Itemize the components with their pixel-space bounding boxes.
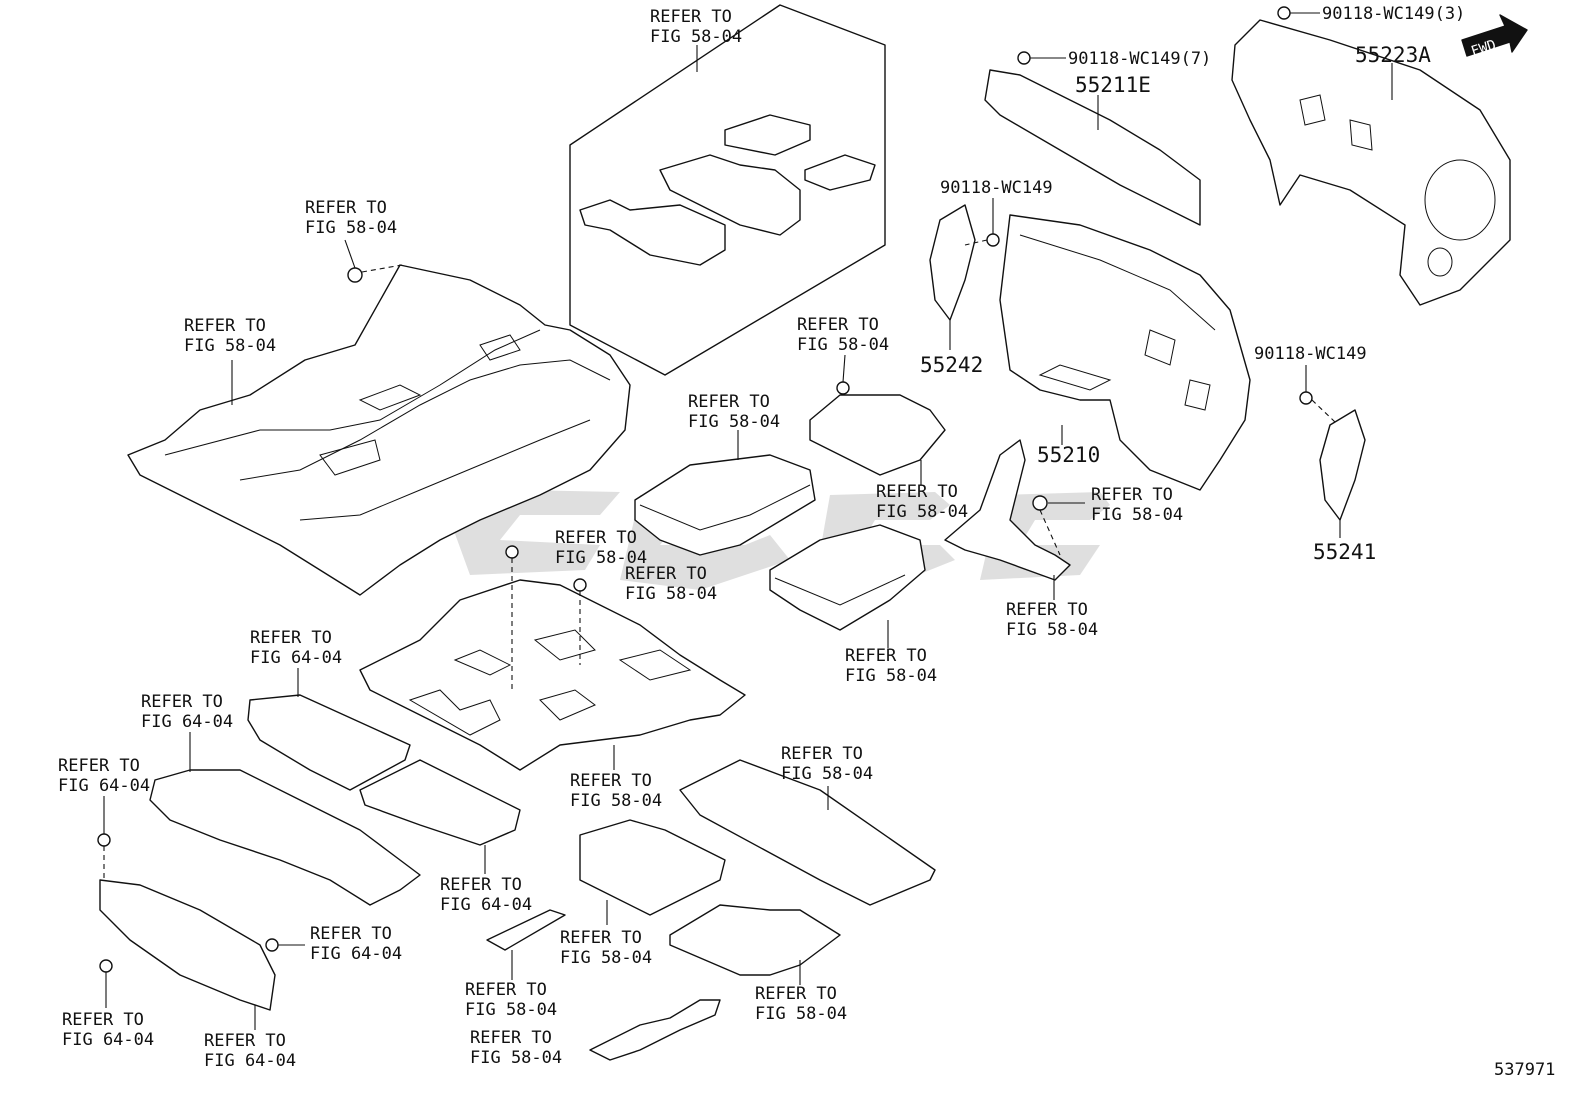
ref-mat-rear-l2: FIG 58-04 <box>755 1004 847 1024</box>
ref-long-mat-l2: FIG 58-04 <box>781 764 873 784</box>
carpet-kit-box <box>569 4 886 376</box>
ref-mat-rear-l1: REFER TO <box>755 984 837 1004</box>
ref-clip-rear-top-l1: REFER TO <box>58 756 140 776</box>
ref-top-center-l2: FIG 58-04 <box>650 27 742 47</box>
part-number-labels: 90118-WC149(3) 55223A 90118-WC149(7) 552… <box>920 4 1555 1080</box>
fwd-label: FWD <box>1469 37 1498 60</box>
floor-carpet <box>127 264 631 596</box>
ref-clip-left-l2: FIG 58-04 <box>305 218 397 238</box>
ref-long-mat-l1: REFER TO <box>781 744 863 764</box>
ref-clip-right-l2: FIG 58-04 <box>1091 505 1183 525</box>
ref-rear-panel2-l2: FIG 64-04 <box>141 712 233 732</box>
ref-mat-front-l1: REFER TO <box>560 928 642 948</box>
ref-bottom-strip-l2: FIG 58-04 <box>470 1048 562 1068</box>
ref-under-cover-l2: FIG 58-04 <box>570 791 662 811</box>
ref-box2-l1: REFER TO <box>845 646 927 666</box>
ref-strip-l1: REFER TO <box>465 980 547 1000</box>
part-label-55242: 55242 <box>920 353 983 377</box>
drawing-number: 537971 <box>1494 1060 1555 1080</box>
clip-label-90118-wc149-7: 90118-WC149(7) <box>1068 49 1211 69</box>
ref-floor-carpet-l1: REFER TO <box>184 316 266 336</box>
clip-label-90118-wc149-3: 90118-WC149(3) <box>1322 4 1465 24</box>
clip-label-90118-wc149-left: 90118-WC149 <box>940 178 1053 198</box>
ref-clip-center-l2: FIG 58-04 <box>555 548 647 568</box>
ref-box2-l2: FIG 58-04 <box>845 666 937 686</box>
ref-under-cover-l1: REFER TO <box>570 771 652 791</box>
ref-clip-rear-right-l2: FIG 64-04 <box>310 944 402 964</box>
ref-clip-center-l1: REFER TO <box>555 528 637 548</box>
ref-rear-garnish-l1: REFER TO <box>204 1031 286 1051</box>
panel-55211E <box>984 69 1201 226</box>
ref-pad-below-l2: FIG 58-04 <box>876 502 968 522</box>
ref-rear-panel1-l2: FIG 64-04 <box>250 648 342 668</box>
dash-silencer-55210 <box>999 214 1251 491</box>
ref-box-l2: FIG 58-04 <box>688 412 780 432</box>
ref-floor-carpet-l2: FIG 58-04 <box>184 336 276 356</box>
ref-pad-below-l1: REFER TO <box>876 482 958 502</box>
panel-55223A <box>1231 19 1511 306</box>
ref-clip-rear-bottom-l1: REFER TO <box>62 1010 144 1030</box>
ref-clip-center2-l2: FIG 58-04 <box>625 584 717 604</box>
ref-top-center-l1: REFER TO <box>650 7 732 27</box>
ref-clip-center2-l1: REFER TO <box>625 564 707 584</box>
part-label-55241: 55241 <box>1313 540 1376 564</box>
ref-pad-right-l2: FIG 58-04 <box>797 335 889 355</box>
ref-strip-l2: FIG 58-04 <box>465 1000 557 1020</box>
part-label-55210: 55210 <box>1037 443 1100 467</box>
reference-labels: REFER TO FIG 58-04 REFER TO FIG 58-04 RE… <box>58 7 1183 1071</box>
right-floor-panel <box>944 439 1071 581</box>
ref-rear-panel1-l1: REFER TO <box>250 628 332 648</box>
ref-right-panel-l2: FIG 58-04 <box>1006 620 1098 640</box>
ref-rear-panel2-l1: REFER TO <box>141 692 223 712</box>
bracket-55242 <box>929 204 976 321</box>
ref-clip-rear-bottom-l2: FIG 64-04 <box>62 1030 154 1050</box>
floor-mats <box>486 759 936 1061</box>
part-label-55211E: 55211E <box>1075 73 1151 97</box>
ref-box-l1: REFER TO <box>688 392 770 412</box>
under-cover <box>359 579 746 771</box>
part-label-55223A: 55223A <box>1355 43 1431 67</box>
ref-clip-rear-top-l2: FIG 64-04 <box>58 776 150 796</box>
ref-mat-front-l2: FIG 58-04 <box>560 948 652 968</box>
bracket-55241 <box>1319 409 1366 521</box>
rear-panels <box>99 694 521 1011</box>
ref-right-panel-l1: REFER TO <box>1006 600 1088 620</box>
clip-label-90118-wc149-right: 90118-WC149 <box>1254 344 1367 364</box>
ref-clip-rear-right-l1: REFER TO <box>310 924 392 944</box>
center-boxes <box>634 394 946 631</box>
ref-rear-panel3-l2: FIG 64-04 <box>440 895 532 915</box>
ref-pad-right-l1: REFER TO <box>797 315 879 335</box>
ref-rear-garnish-l2: FIG 64-04 <box>204 1051 296 1071</box>
ref-clip-left-l1: REFER TO <box>305 198 387 218</box>
fwd-arrow-icon <box>1461 14 1528 57</box>
ref-rear-panel3-l1: REFER TO <box>440 875 522 895</box>
ref-bottom-strip-l1: REFER TO <box>470 1028 552 1048</box>
ref-clip-right-l1: REFER TO <box>1091 485 1173 505</box>
